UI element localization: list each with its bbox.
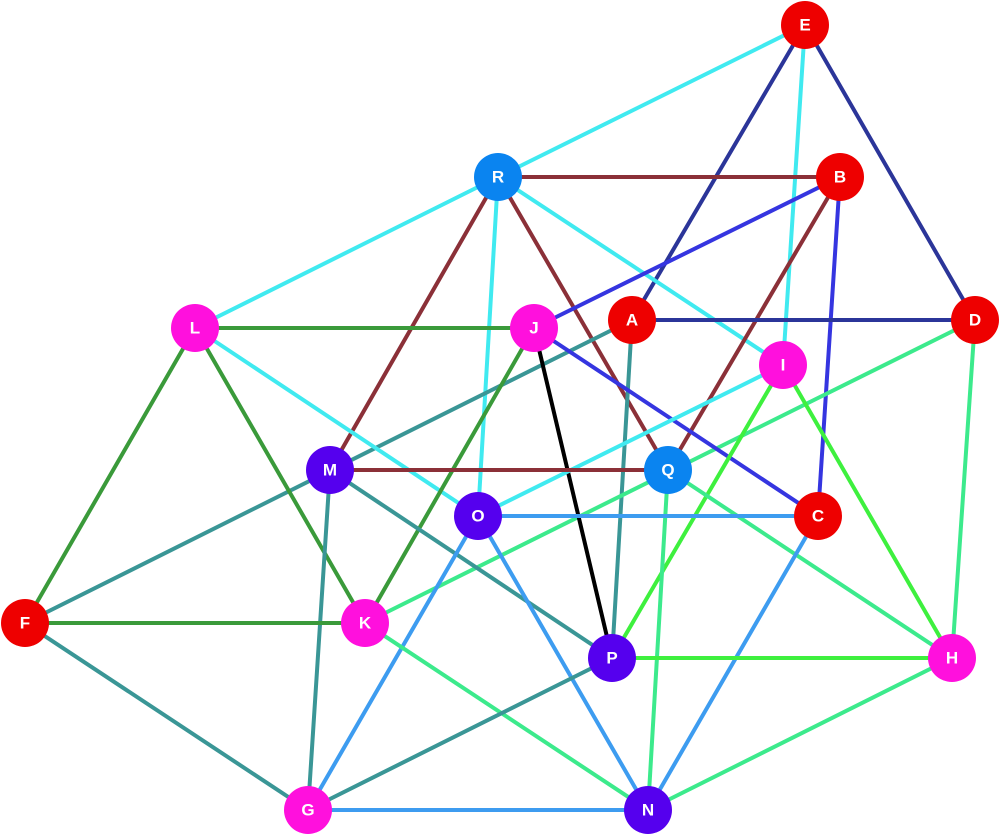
edge-d-h bbox=[950, 318, 977, 660]
edge-e-a bbox=[630, 23, 807, 322]
edge-k-n bbox=[363, 621, 650, 812]
node-circle bbox=[644, 446, 692, 494]
node-i: I bbox=[759, 341, 807, 389]
node-circle bbox=[454, 492, 502, 540]
node-circle bbox=[510, 304, 558, 352]
edge-b-q bbox=[666, 175, 842, 472]
node-circle bbox=[306, 446, 354, 494]
node-label: I bbox=[781, 355, 786, 374]
edge-b-c bbox=[816, 175, 842, 518]
node-c: C bbox=[794, 492, 842, 540]
node-b: B bbox=[816, 153, 864, 201]
node-label: Q bbox=[661, 460, 674, 479]
node-label: P bbox=[606, 648, 617, 667]
node-label: H bbox=[946, 648, 958, 667]
edge-f-g bbox=[23, 621, 310, 812]
node-circle bbox=[474, 153, 522, 201]
edge-a-p bbox=[610, 318, 634, 660]
node-label: F bbox=[20, 613, 30, 632]
node-label: B bbox=[834, 167, 846, 186]
node-circle bbox=[608, 296, 656, 344]
edge-l-f bbox=[23, 326, 197, 625]
node-q: Q bbox=[644, 446, 692, 494]
edge-l-k bbox=[193, 326, 367, 625]
edge-r-q bbox=[496, 175, 670, 472]
node-label: R bbox=[492, 167, 504, 186]
edge-i-h bbox=[781, 363, 954, 660]
node-circle bbox=[781, 1, 829, 49]
edge-r-l bbox=[193, 175, 500, 330]
edge-e-r bbox=[496, 23, 807, 179]
edge-h-n bbox=[646, 656, 954, 812]
edge-o-n bbox=[476, 514, 650, 812]
edge-c-n bbox=[646, 514, 820, 812]
node-n: N bbox=[624, 786, 672, 834]
node-r: R bbox=[474, 153, 522, 201]
node-label: G bbox=[301, 800, 314, 819]
node-circle bbox=[624, 786, 672, 834]
edge-i-o bbox=[476, 363, 785, 518]
node-circle bbox=[928, 634, 976, 682]
node-d: D bbox=[951, 296, 999, 344]
node-label: K bbox=[359, 613, 372, 632]
node-label: N bbox=[642, 800, 654, 819]
edge-e-d bbox=[803, 23, 977, 322]
edge-l-o bbox=[193, 326, 480, 518]
node-circle bbox=[341, 599, 389, 647]
edge-r-i bbox=[496, 175, 785, 367]
edge-e-i bbox=[781, 23, 807, 367]
edge-j-p bbox=[532, 326, 614, 660]
node-circle bbox=[759, 341, 807, 389]
node-g: G bbox=[284, 786, 332, 834]
node-label: O bbox=[471, 506, 484, 525]
edge-r-m bbox=[328, 175, 500, 472]
node-label: L bbox=[190, 318, 200, 337]
node-p: P bbox=[588, 634, 636, 682]
edge-o-g bbox=[306, 514, 480, 812]
node-circle bbox=[951, 296, 999, 344]
node-f: F bbox=[1, 599, 49, 647]
node-circle bbox=[588, 634, 636, 682]
edge-q-n bbox=[646, 468, 670, 812]
edge-p-g bbox=[306, 656, 614, 812]
node-o: O bbox=[454, 492, 502, 540]
node-circle bbox=[284, 786, 332, 834]
edge-b-j bbox=[532, 175, 842, 330]
node-circle bbox=[1, 599, 49, 647]
node-m: M bbox=[306, 446, 354, 494]
node-a: A bbox=[608, 296, 656, 344]
edge-r-o bbox=[476, 175, 500, 518]
node-h: H bbox=[928, 634, 976, 682]
edge-j-k bbox=[363, 326, 536, 625]
edge-j-c bbox=[532, 326, 820, 518]
node-label: J bbox=[529, 318, 538, 337]
edge-i-p bbox=[610, 363, 785, 660]
node-e: E bbox=[781, 1, 829, 49]
node-k: K bbox=[341, 599, 389, 647]
node-circle bbox=[816, 153, 864, 201]
edge-q-h bbox=[666, 468, 954, 660]
node-j: J bbox=[510, 304, 558, 352]
graph-edges bbox=[23, 23, 977, 812]
edge-m-p bbox=[328, 468, 614, 660]
node-circle bbox=[171, 304, 219, 352]
node-l: L bbox=[171, 304, 219, 352]
node-circle bbox=[794, 492, 842, 540]
node-label: D bbox=[969, 310, 981, 329]
edge-m-g bbox=[306, 468, 332, 812]
node-label: M bbox=[323, 460, 337, 479]
node-label: A bbox=[626, 310, 638, 329]
node-label: E bbox=[799, 15, 810, 34]
node-label: C bbox=[812, 506, 824, 525]
